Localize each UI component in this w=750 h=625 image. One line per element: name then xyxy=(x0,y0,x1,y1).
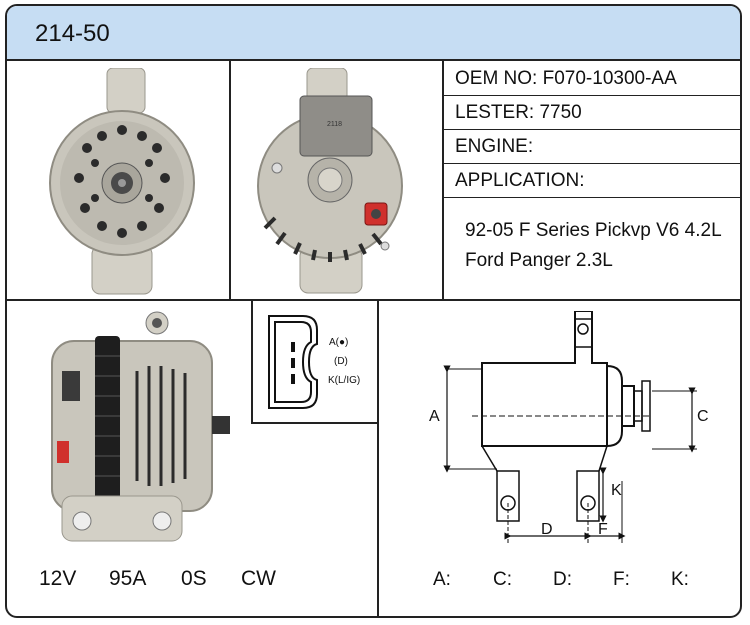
spec-row-line-3 xyxy=(442,163,740,164)
dimension-label-c: C: xyxy=(493,569,512,590)
engine-label: ENGINE: xyxy=(455,136,534,157)
dimension-label-k: K: xyxy=(671,569,689,590)
alternator-rear-image: 2118 xyxy=(255,67,420,301)
voltage-value: 12V xyxy=(39,567,77,590)
plug-terminal-d: (D) xyxy=(334,356,348,367)
diagram-label-a: A xyxy=(429,408,440,425)
header-bar: 214-50 xyxy=(7,6,740,61)
plug-box-bottom xyxy=(251,422,379,424)
amperage-value: 95A xyxy=(109,567,147,590)
application-line-2: Ford Panger 2.3L xyxy=(465,250,613,271)
diagram-label-k: K xyxy=(611,482,622,499)
divider-vertical-1 xyxy=(229,61,231,301)
plug-box-left xyxy=(251,299,253,424)
dimension-label-a: A: xyxy=(433,569,451,590)
plug-terminal-a: A(●) xyxy=(329,337,349,348)
rotation-value: CW xyxy=(241,567,276,590)
application-line-1: 92-05 F Series Pickvp V6 4.2L xyxy=(465,220,722,241)
alternator-front-image xyxy=(47,67,197,301)
part-number: 214-50 xyxy=(35,20,110,47)
diagram-label-f: F xyxy=(598,521,608,538)
clock-value: 0S xyxy=(181,567,207,590)
dimension-label-d: D: xyxy=(553,569,572,590)
spec-row-line-1 xyxy=(442,95,740,96)
spec-row-line-2 xyxy=(442,129,740,130)
alternator-side-image xyxy=(37,311,232,561)
dimension-label-f: F: xyxy=(613,569,630,590)
application-label: APPLICATION: xyxy=(455,170,585,191)
diagram-label-d: D xyxy=(541,521,553,538)
product-card: 214-50 OEM NO: F070-10300-AA LESTER: 775… xyxy=(5,4,742,618)
divider-vertical-2 xyxy=(442,61,444,301)
oem-number: OEM NO: F070-10300-AA xyxy=(455,68,677,89)
svg-text:2118: 2118 xyxy=(327,121,342,128)
diagram-label-c: C xyxy=(697,408,709,425)
plug-diagram xyxy=(263,312,323,417)
divider-vertical-bottom xyxy=(377,299,379,616)
divider-horizontal-middle xyxy=(7,299,740,301)
lester-number: LESTER: 7750 xyxy=(455,102,582,123)
plug-terminal-k: K(L/IG) xyxy=(328,375,361,386)
dimension-diagram xyxy=(427,310,717,561)
spec-row-line-4 xyxy=(442,197,740,198)
